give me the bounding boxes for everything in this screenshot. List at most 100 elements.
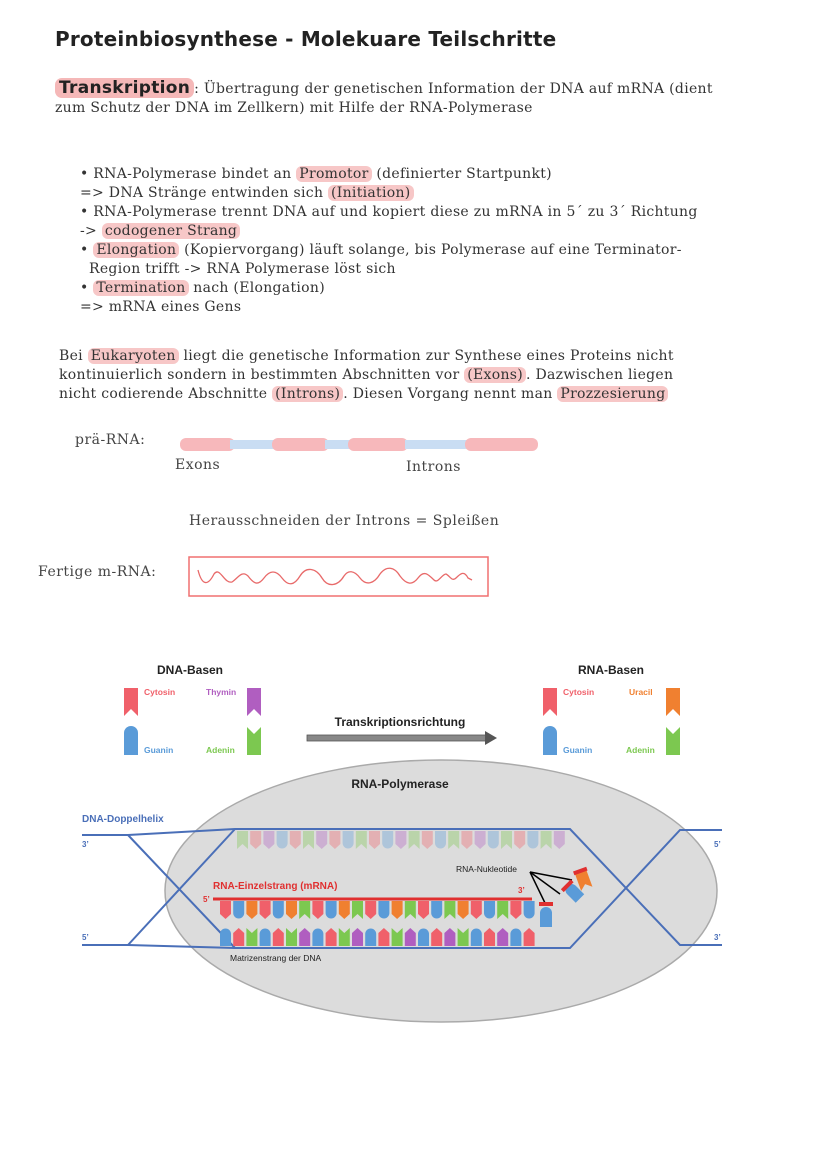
thymin-base [263,831,275,849]
cytosin-base [514,831,526,849]
guanin-base [312,928,324,946]
guanin-base [233,901,245,919]
introns-label: Introns [406,459,461,475]
rna-bases-title: RNA-Basen [578,663,644,677]
thymin-base [553,831,565,849]
mrna-3-prime: 3’ [518,886,525,895]
uracil-base [286,901,297,919]
mrna-bases [220,901,535,919]
step-line-1: • RNA-Polymerase bindet an Promotor (def… [80,165,820,184]
transcription-text-1: : Übertragung der genetischen Informatio… [194,81,713,97]
page-title: Proteinbiosynthese - Molekuare Teilschri… [55,27,557,51]
cytosin-base [523,928,535,946]
guanin-base [484,901,495,919]
mrna-box-outline [188,556,489,597]
adenin-base [352,901,363,919]
polymerase-label: RNA-Polymerase [351,777,449,791]
adenin-base [338,928,350,946]
final-mrna-label: Fertige m-RNA: [38,564,157,580]
adenin-base [444,901,456,919]
eukaryotes-line-3: nicht codierende Abschnitte (Introns). D… [59,385,819,404]
guanin-base-icon [124,726,138,755]
guanin-base [470,928,482,946]
cytosin-base [365,901,377,919]
nucleotide-arrow-2 [529,871,561,895]
transcription-steps: • RNA-Polymerase bindet an Promotor (def… [80,165,820,317]
uracil-base-icon [666,688,680,716]
adenin-base [237,831,248,849]
double-helix-label: DNA-Doppelhelix [82,814,164,825]
dna-strand-cross-left-b [127,828,236,946]
transcription-figure: DNA-Basen Cytosin Thymin Guanin Adenin T… [82,663,722,1023]
cytosin-base [312,901,324,919]
guanin-base [220,928,231,946]
cytosin-base [325,928,337,946]
adenin-base [391,928,403,946]
cytosin-base [272,928,284,946]
cytosin-base [289,831,301,849]
uracil-base [457,901,469,919]
exon-segment [348,438,408,451]
exons-label: Exons [175,457,221,473]
exon-segment [272,438,329,451]
transcription-text-2: zum Schutz der DNA im Zellkern) mit Hilf… [55,100,533,116]
uracil-base [246,901,258,919]
eukaryotes-line-2: kontinuierlich sondern in bestimmten Abs… [59,366,819,385]
direction-arrow-shaft [306,734,488,742]
adenin-base [501,831,512,849]
step-text: nach (Elongation) [188,280,325,296]
adenin-base [448,831,460,849]
guanin-base [325,901,337,919]
step-line-5: • Elongation (Kopiervorgang) läuft solan… [80,241,820,260]
cytosin-base [421,831,433,849]
guanin-base [487,831,499,849]
cytosin-base [329,831,341,849]
cytosin-base [220,901,231,919]
guanin-base [259,928,271,946]
single-strand-label: RNA-Einzelstrang (mRNA) [213,881,337,892]
step-line-6: Region trifft -> RNA Polymerase löst sic… [89,261,396,277]
initiation-highlight: (Initiation) [328,185,414,201]
nucleotide-arrow-1 [529,871,573,881]
free-nucleotide-guanin-2 [539,902,553,927]
uracil-base [338,901,350,919]
guanin-base [435,831,446,849]
adenin-base [408,831,420,849]
template-bases [220,928,535,946]
thymin-base [395,831,407,849]
adenin-label: Adenin [206,745,235,755]
step-text: => DNA Stränge entwinden sich [80,185,329,201]
cytosin-base [418,901,429,919]
left-bottom-5-prime: 5’ [82,933,89,942]
eukaryotes-text: liegt die genetische Information zur Syn… [178,348,674,364]
eukaryotes-text: . Dazwischen liegen [526,367,674,383]
thymin-base [474,831,486,849]
guanin-base [382,831,394,849]
guanin-base [527,831,539,849]
eukaryotes-text: nicht codierende Abschnitte [59,386,273,402]
splicing-text: Herausschneiden der Introns = Spleißen [189,513,500,529]
cytosin-base [259,901,271,919]
cytosin-base [378,928,390,946]
eukaryoten-highlight: Eukaryoten [87,348,179,364]
rna-adenin-base-icon [666,727,680,755]
rna-guanin-base-icon [543,726,557,755]
eukaryotes-text: Bei [59,348,88,364]
rna-adenin-label: Adenin [626,745,655,755]
guanin-base [418,928,429,946]
free-nucleotide-guanin [560,879,585,903]
step-text: • [80,242,94,258]
eukaryotes-text: kontinuierlich sondern in bestimmten Abs… [59,367,465,383]
guanin-base [276,831,288,849]
pre-rna-strand [180,438,538,451]
step-line-8: => mRNA eines Gens [80,299,242,315]
adenin-base [497,901,509,919]
template-label: Matrizenstrang der DNA [230,953,322,963]
prozzesierung-highlight: Prozzesierung [557,386,669,402]
step-line-7: • Termination nach (Elongation) [80,279,820,298]
transcription-intro: Transkription: Übertragung der genetisch… [55,78,815,118]
pre-rna-label: prä-RNA: [75,432,146,448]
guanin-base [342,831,354,849]
thymin-label: Thymin [206,687,236,697]
adenin-base-icon [247,727,261,755]
